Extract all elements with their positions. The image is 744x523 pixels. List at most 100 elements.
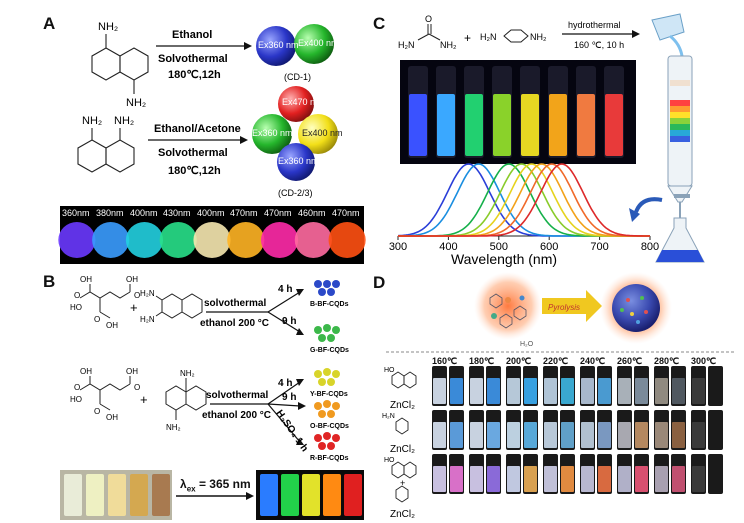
excitation-value: = 365 nm (198, 477, 251, 491)
vial-liquid (581, 466, 594, 492)
row-label-top: H₂N (382, 413, 395, 420)
sphere-yellow (298, 114, 338, 154)
vial-liquid (618, 378, 631, 404)
vial-fluorescence (598, 378, 611, 404)
vial-liquid (655, 466, 668, 492)
x-tick-label: 300 (389, 241, 407, 253)
vial-liquid (433, 466, 446, 492)
arrow-head (632, 30, 640, 38)
vial-fluorescence (524, 422, 537, 448)
arrow-head (629, 208, 640, 222)
sphere-label: Ex360 nm (258, 40, 299, 50)
temperature-label: 260℃ (617, 356, 643, 366)
diaminonaphthalene-structure (155, 293, 203, 319)
branch-label: 9 h (282, 392, 296, 403)
citric-acid-structure (79, 284, 131, 319)
x-tick-label: 700 (590, 241, 608, 253)
condition-label: 180℃,12h (168, 69, 221, 81)
branch-arrow (267, 311, 301, 333)
vial-liquid (433, 422, 446, 448)
reagent-label: H₂N (140, 315, 155, 324)
sphere-label: Ex400 nm (302, 128, 343, 138)
reagent-label: HO (70, 395, 82, 404)
panel-letter-c: C (373, 14, 386, 33)
sphere-green (252, 114, 292, 154)
temperature-label: 180℃ (469, 356, 495, 366)
vial-liquid (692, 466, 705, 492)
excitation-subscript: ex (186, 484, 196, 494)
strip-label: 470nm (264, 208, 292, 218)
pouring-beaker-icon (651, 13, 685, 57)
reagent-label: O (134, 383, 140, 392)
vial-fluorescence (672, 466, 685, 492)
panel-d-scheme: Pyrolysis H₂O HO ZnCl₂ H₂N ZnCl₂ HO + Zn… (382, 272, 734, 520)
temperature-label: 280℃ (654, 356, 680, 366)
product-label: Y-BF-CQDs (310, 391, 348, 398)
temperature-label: 300℃ (691, 356, 717, 366)
emission-spectrum-line (398, 163, 650, 237)
vial-liquid (618, 422, 631, 448)
atom-dot (519, 295, 525, 301)
panel-b-scheme: OH OH HO OH O O O + H₂N H₂N solvothermal… (60, 275, 364, 520)
vial-fluorescence (487, 466, 500, 492)
strip-label: 430nm (163, 208, 191, 218)
strip-label: 470nm (230, 208, 258, 218)
vial-fluorescence (672, 378, 685, 404)
method-label: Solvothermal (158, 147, 228, 159)
vial-fluorescence (487, 378, 500, 404)
vial-liquid (581, 422, 594, 448)
reactant-label-bottom: NH₂ (126, 97, 146, 109)
reagent-label: OH (126, 275, 138, 284)
emission-glow (125, 222, 164, 258)
vial-fluorescence (635, 378, 648, 404)
product-name: (CD-1) (284, 72, 311, 82)
emission-spectrum-line (398, 163, 650, 237)
orange-dot-cluster (314, 400, 340, 418)
vial-fluorescence (635, 466, 648, 492)
sphere-red (278, 86, 314, 122)
vial-liquid (544, 378, 557, 404)
excitation-label: λex = 365 nm (180, 477, 251, 493)
emission-spectrum-line (398, 163, 650, 237)
vial-fluorescence (635, 422, 648, 448)
method-label: hydrothermal (568, 20, 621, 30)
condition-label: ethanol 200 °C (202, 410, 271, 421)
method-label: solvothermal (204, 298, 266, 309)
reactant-label-right: NH₂ (114, 115, 134, 127)
strip-label-row: 360nm 380nm 400nm 430nm 400nm 470nm 470n… (60, 208, 364, 222)
emission-spectrum-line (398, 163, 650, 237)
emission-glow (193, 222, 231, 258)
fluorescent-vial (409, 94, 427, 156)
fluorescent-vial (577, 94, 595, 156)
branch-label: H₂SO₄ 1 h (273, 408, 310, 454)
fluorescent-vial (465, 94, 483, 156)
sphere-green (294, 24, 334, 64)
naphthalene-diamine-structure (91, 34, 149, 94)
emission-spectrum-line (397, 163, 650, 237)
product-label: G-BF-CQDs (310, 347, 349, 354)
vial-liquid (655, 378, 668, 404)
sphere-label: Ex400 nm (298, 38, 339, 48)
chromatography-column-icon (667, 55, 693, 218)
branch-arrow (267, 403, 301, 443)
vial-liquid (544, 422, 557, 448)
fluorescent-vial (493, 94, 511, 156)
arrow-head (246, 492, 254, 500)
uv-vials (260, 474, 362, 516)
sphere-label: Ex360 nm (252, 128, 293, 138)
branch-arrow (267, 381, 301, 405)
urea-structure (417, 24, 441, 41)
blue-dot-cluster (314, 280, 340, 296)
vial-fluorescence (487, 422, 500, 448)
reagent-label: OH (80, 367, 92, 376)
phenylenediamine-structure (503, 29, 529, 43)
reagent-label: HO (70, 303, 82, 312)
branch-arrow (267, 403, 301, 407)
row-label-bottom: ZnCl₂ (390, 444, 415, 455)
emission-glow (260, 222, 299, 258)
solvent-label: Ethanol (172, 29, 212, 41)
vial-liquid (618, 466, 631, 492)
vial-liquid (470, 422, 483, 448)
vial-fluorescence (450, 422, 463, 448)
reagent-label: OH (126, 367, 138, 376)
